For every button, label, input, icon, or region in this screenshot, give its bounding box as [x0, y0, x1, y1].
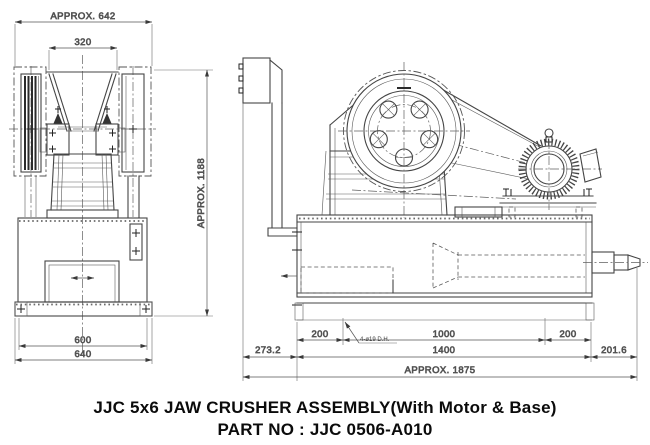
dim-base-width: 600: [74, 335, 91, 346]
part-number: PART NO : JJC 0506-A010: [218, 420, 433, 439]
dim-overall-width: APPROX. 642: [50, 11, 115, 22]
discharge-funnel-hidden: [432, 242, 585, 289]
dim-bolt-offset-left: 200: [311, 329, 328, 340]
title-block: JJC 5x6 JAW CRUSHER ASSEMBLY(With Motor …: [93, 398, 556, 439]
front-view: APPROX. 642 320 600 640 APPROX. 1188: [9, 11, 213, 364]
dim-feed-opening: 320: [74, 37, 91, 48]
support-plate-side: [238, 57, 298, 330]
dim-bolt-offset-right: 200: [559, 329, 576, 340]
vbelt-pulley-front: [20, 73, 42, 217]
bearing-caps-front: [39, 106, 126, 156]
grease-nipple-icon: [102, 106, 112, 124]
base-plate-front: [14, 301, 153, 317]
skid-feet: [294, 302, 595, 321]
base-box-side: [280, 214, 648, 321]
inspection-door-hidden: [300, 266, 394, 294]
motor-slide-base: [499, 188, 597, 218]
wheel-guard-phantom-boxes: [13, 66, 152, 177]
feed-hopper-front: [46, 71, 119, 132]
flywheel-side: [338, 62, 470, 218]
frame-column-front: [46, 153, 119, 219]
output-shaft: [583, 251, 648, 274]
side-dimensions: 200 1000 200 4-ø19 D.H. 273.2 1400 201.6…: [242, 268, 638, 381]
motor-side: [454, 128, 602, 218]
mounting-holes-note-text: 4-ø19 D.H.: [360, 337, 390, 343]
drawing-title: JJC 5x6 JAW CRUSHER ASSEMBLY(With Motor …: [93, 398, 556, 417]
dim-bolt-span: 1000: [433, 329, 456, 340]
dim-base-plate-width: 640: [74, 349, 91, 360]
flywheel-front: [121, 73, 145, 218]
mounting-holes-note: 4-ø19 D.H.: [344, 321, 397, 344]
motor-terminal-box: [579, 148, 602, 183]
dim-base-length: 1400: [433, 345, 456, 356]
dim-overhang-left: 273.2: [255, 345, 281, 356]
front-dimensions: APPROX. 642 320 600 640 APPROX. 1188: [14, 11, 213, 364]
dim-overall-length: APPROX. 1875: [405, 365, 476, 376]
dim-overall-height: APPROX. 1188: [196, 158, 207, 228]
side-view: 200 1000 200 4-ø19 D.H. 273.2 1400 201.6…: [238, 57, 648, 381]
grease-nipple-icon: [53, 106, 63, 124]
dim-overhang-right: 201.6: [601, 345, 627, 356]
